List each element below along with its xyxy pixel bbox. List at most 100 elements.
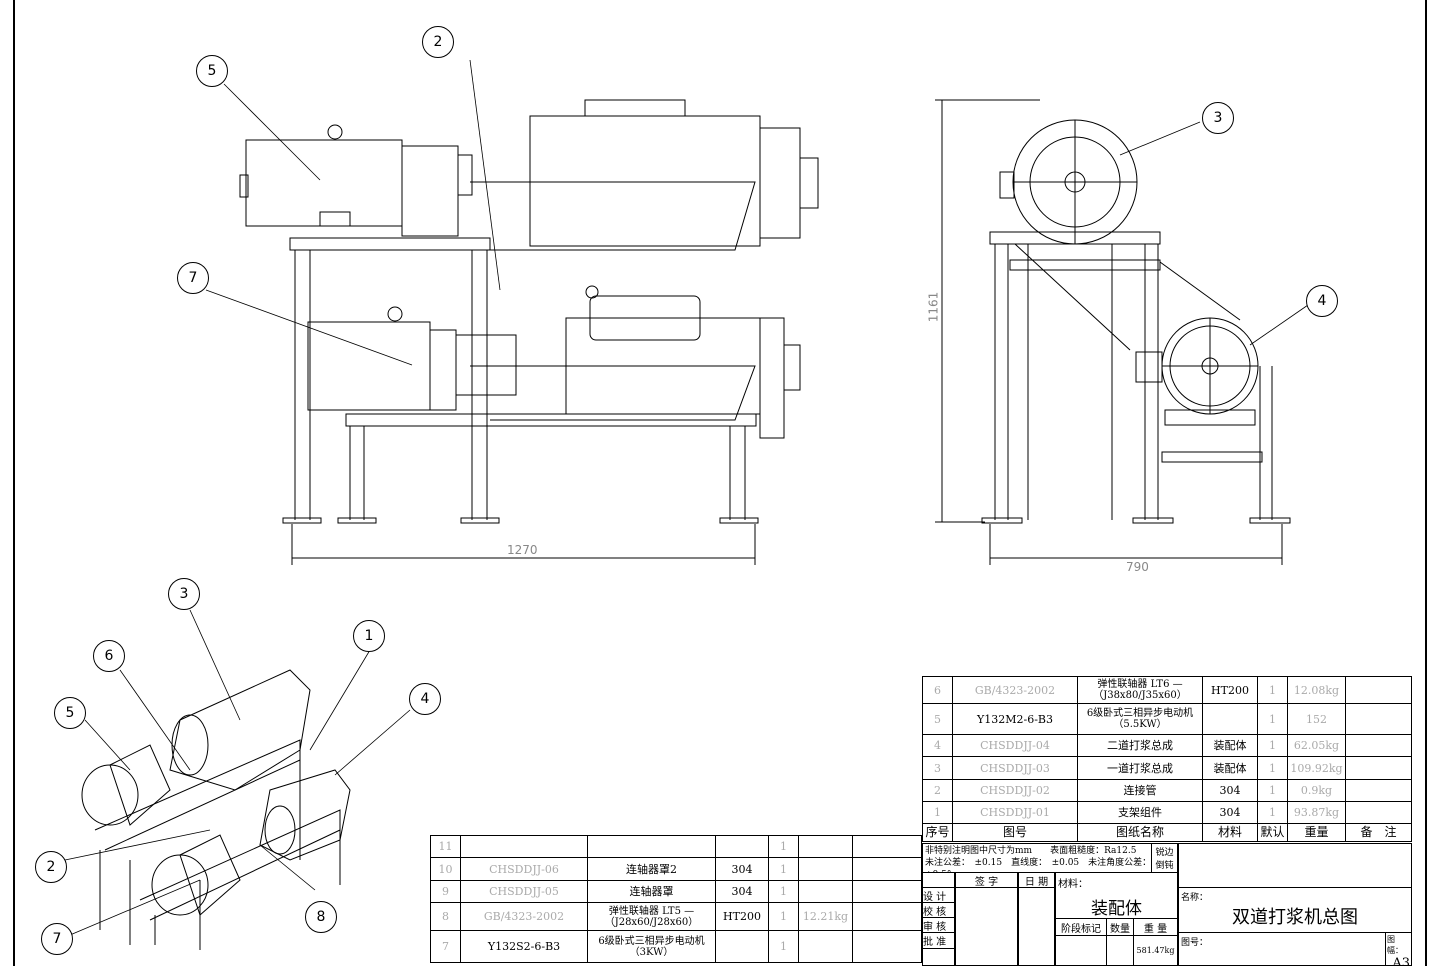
bom-cell-no: 9 xyxy=(430,880,461,903)
design-label: 设 计 xyxy=(922,887,955,903)
balloon-3: 3 xyxy=(168,578,200,610)
bom-cell-name: 连轴器罩 xyxy=(587,880,716,903)
bom-cell-remark xyxy=(1345,734,1412,757)
bom-cell-material xyxy=(715,835,769,858)
bom-cell-remark xyxy=(1345,676,1412,704)
bom-cell-code: Y132M2-6-B3 xyxy=(952,703,1078,735)
header-name: 图纸名称 xyxy=(1077,823,1203,842)
bom-cell-weight: 93.87kg xyxy=(1287,801,1346,824)
bom-cell-qty: 1 xyxy=(1257,676,1288,704)
material-label: 材料： xyxy=(1058,879,1088,890)
bom-cell-remark xyxy=(852,902,922,931)
bom-cell-no: 11 xyxy=(430,835,461,858)
bom-cell-no: 5 xyxy=(922,703,953,735)
header-remark: 备 注 xyxy=(1345,823,1412,842)
bom-cell-code: GB/4323-2002 xyxy=(460,902,588,931)
edge-note: 锐边倒钝 xyxy=(1151,843,1178,873)
bom-cell-weight: 62.05kg xyxy=(1287,734,1346,757)
bom-cell-qty: 1 xyxy=(768,930,799,963)
balloon-7: 7 xyxy=(177,262,209,294)
bom-cell-no: 10 xyxy=(430,857,461,881)
balloon-4: 4 xyxy=(409,683,441,715)
bom-cell-no: 1 xyxy=(922,801,953,824)
bom-cell-code xyxy=(460,835,588,858)
bom-cell-code: GB/4323-2002 xyxy=(952,676,1078,704)
note-tolerance: 未注公差： ±0.15 直线度： ±0.05 未注角度公差： ±0.5° xyxy=(925,858,1151,872)
header-no: 序号 xyxy=(922,823,953,842)
balloon-7: 7 xyxy=(41,923,73,955)
bom-cell-name: 二道打浆总成 xyxy=(1077,734,1203,757)
bom-cell-remark xyxy=(1345,801,1412,824)
drawing-no-label: 图号： xyxy=(1178,932,1386,966)
name-label: 名称： xyxy=(1181,893,1209,903)
bom-header-row: 序号 图号 图纸名称 材料 默认 重量 备 注 xyxy=(922,823,1412,842)
bom-cell-name: 弹性联轴器 LT5 —（J28x60/J28x60） xyxy=(587,902,716,931)
bom-cell-qty: 1 xyxy=(768,902,799,931)
bom-cell-name: 连轴器罩2 xyxy=(587,857,716,881)
bom-cell-code: CHSDDJJ-05 xyxy=(460,880,588,903)
approve-label: 批 准 xyxy=(922,932,955,949)
bom-cell-name: 6级卧式三相异步电动机（3KW） xyxy=(587,930,716,963)
bom-cell-material: 304 xyxy=(715,857,769,881)
stage-label: 阶段标记 xyxy=(1055,918,1107,936)
bom-cell-material: 装配体 xyxy=(1202,734,1258,757)
bom-cell-weight: 0.9kg xyxy=(1287,779,1346,802)
bom-cell-qty: 1 xyxy=(1257,801,1288,824)
bom-cell-weight xyxy=(798,835,853,858)
bom-cell-material: 装配体 xyxy=(1202,756,1258,780)
bom-cell-code: CHSDDJJ-02 xyxy=(952,779,1078,802)
bom-cell-material: 304 xyxy=(1202,779,1258,802)
drawing-title: 双道打浆机总图 xyxy=(1232,907,1358,928)
bom-cell-material xyxy=(715,930,769,963)
bom-cell-weight: 12.21kg xyxy=(798,902,853,931)
bom-cell-code: Y132S2-6-B3 xyxy=(460,930,588,963)
note-units: 非特别注明图中尺寸为mm 表面粗糙度：Ra12.5 xyxy=(925,846,1137,856)
bom-cell-weight: 152 xyxy=(1287,703,1346,735)
bom-cell-remark xyxy=(1345,703,1412,735)
bom-cell-name xyxy=(587,835,716,858)
balloon-2: 2 xyxy=(422,26,454,58)
balloon-3: 3 xyxy=(1202,102,1234,134)
weight-label: 重 量 xyxy=(1133,918,1178,936)
balloon-2: 2 xyxy=(35,851,67,883)
header-material: 材料 xyxy=(1202,823,1258,842)
bom-cell-code: CHSDDJJ-04 xyxy=(952,734,1078,757)
balloon-1: 1 xyxy=(353,620,385,652)
bom-cell-code: CHSDDJJ-03 xyxy=(952,756,1078,780)
bom-cell-material: 304 xyxy=(715,880,769,903)
material-value: 装配体 xyxy=(1091,899,1142,919)
bom-cell-remark xyxy=(1345,779,1412,802)
balloon-5: 5 xyxy=(196,55,228,87)
bom-cell-remark xyxy=(852,857,922,881)
balloon-6: 6 xyxy=(93,640,125,672)
bom-cell-no: 7 xyxy=(430,930,461,963)
review-label: 审 核 xyxy=(922,917,955,933)
bom-cell-weight: 109.92kg xyxy=(1287,756,1346,780)
bom-cell-remark xyxy=(1345,756,1412,780)
bom-cell-qty: 1 xyxy=(1257,756,1288,780)
bom-cell-code: CHSDDJJ-01 xyxy=(952,801,1078,824)
date-header: 日 期 xyxy=(1018,872,1055,888)
bom-cell-no: 8 xyxy=(430,902,461,931)
header-code: 图号 xyxy=(952,823,1078,842)
sign-header: 签 字 xyxy=(955,872,1018,888)
balloon-5: 5 xyxy=(54,697,86,729)
bom-cell-qty: 1 xyxy=(768,880,799,903)
side-view xyxy=(935,99,1309,565)
sheet-size: A3 xyxy=(1392,956,1410,966)
bom-cell-material: HT200 xyxy=(715,902,769,931)
bom-cell-name: 6级卧式三相异步电动机（5.5KW） xyxy=(1077,703,1203,735)
bom-cell-name: 一道打浆总成 xyxy=(1077,756,1203,780)
dimension-width: 1270 xyxy=(507,543,538,557)
